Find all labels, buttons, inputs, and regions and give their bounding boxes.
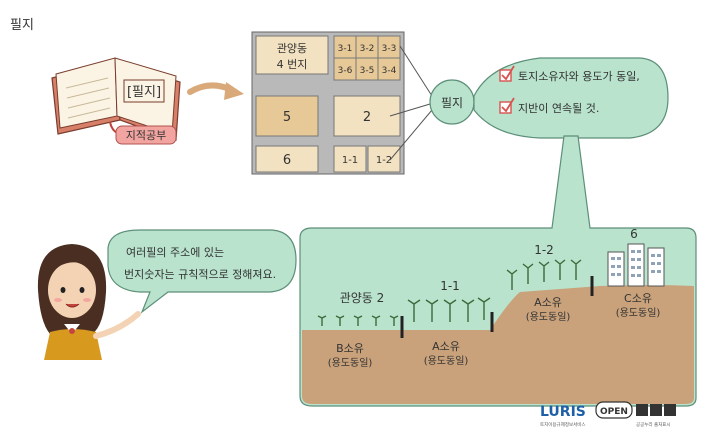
open-badge-sub: 공공누리 출처표시: [636, 421, 671, 428]
arrow-book-to-map: [187, 82, 244, 100]
parcel-3-5: 3-5: [360, 66, 375, 76]
parcel-definition-bubble: 필지 토지소유자와 용도가 동일, 지반이 연속될 것.: [429, 57, 669, 139]
parcel-1-1: 1-1: [342, 155, 358, 166]
parcel-3-2: 3-2: [360, 44, 375, 54]
parcel-map: 관양동 4 번지 3-1 3-2 3-3 3-6 3-5 3-4 5 2 6 1…: [251, 31, 405, 175]
condition-1-text: 토지소유자와 용도가 동일,: [518, 69, 640, 83]
parcel-2: 2: [363, 110, 371, 125]
map-block-label-1: 관양동: [277, 42, 307, 55]
owner-b-use: (용도동일): [328, 357, 373, 369]
page-title: 필지: [10, 18, 34, 33]
guide-character: [37, 244, 141, 360]
landscape-panel: 관양동 2 1-1 1-2 6 B소유 (용도동일) A소유 (용도동일) A소…: [299, 135, 697, 407]
luris-subtitle: 토지이용규제정보서비스: [540, 421, 586, 428]
owner-a2-use: (용도동일): [526, 311, 571, 323]
owner-b-label: B소유: [336, 342, 364, 355]
parcel-3-4: 3-4: [382, 66, 397, 76]
parcel-5: 5: [283, 110, 291, 125]
speech-line-2: 번지숫자는 규칙적으로 정해져요.: [124, 267, 276, 281]
map-block-label-2: 4 번지: [277, 58, 308, 71]
owner-c-use: (용도동일): [616, 307, 661, 319]
speech-line-1: 여러필의 주소에 있는: [126, 246, 224, 259]
owner-a1-label: A소유: [432, 340, 460, 353]
apartment-buildings: [607, 243, 665, 287]
lot-label-6: 6: [630, 227, 638, 241]
owner-a1-use: (용도동일): [424, 355, 469, 367]
parcel-6: 6: [283, 153, 291, 168]
parcel-3-1: 3-1: [338, 44, 353, 54]
owner-c-label: C소유: [624, 292, 652, 305]
open-badge: OPEN: [600, 407, 628, 417]
footer-logos: LURIS 토지이용규제정보서비스 OPEN 공공누리 출처표시: [540, 401, 676, 428]
speech-bubble: 여러필의 주소에 있는 번지숫자는 규칙적으로 정해져요.: [107, 229, 297, 314]
map-connector-lines: [389, 45, 433, 161]
parcel-3-3: 3-3: [382, 44, 397, 54]
book-cover-label: [필지]: [127, 85, 161, 100]
condition-2-text: 지반이 연속될 것.: [518, 101, 599, 115]
book-tag-label: 지적공부: [126, 129, 166, 142]
land-register-book: [필지] 지적공부: [51, 57, 181, 145]
lot-label-1-2: 1-2: [534, 243, 554, 257]
lot-label-1-1: 1-1: [440, 279, 460, 293]
owner-a2-label: A소유: [534, 296, 562, 309]
parcel-1-2: 1-2: [376, 155, 392, 166]
place-label: 관양동 2: [340, 291, 385, 305]
parcel-3-6: 3-6: [338, 66, 353, 76]
luris-logo: LURIS: [540, 404, 586, 420]
bubble-center-label: 필지: [441, 96, 463, 110]
